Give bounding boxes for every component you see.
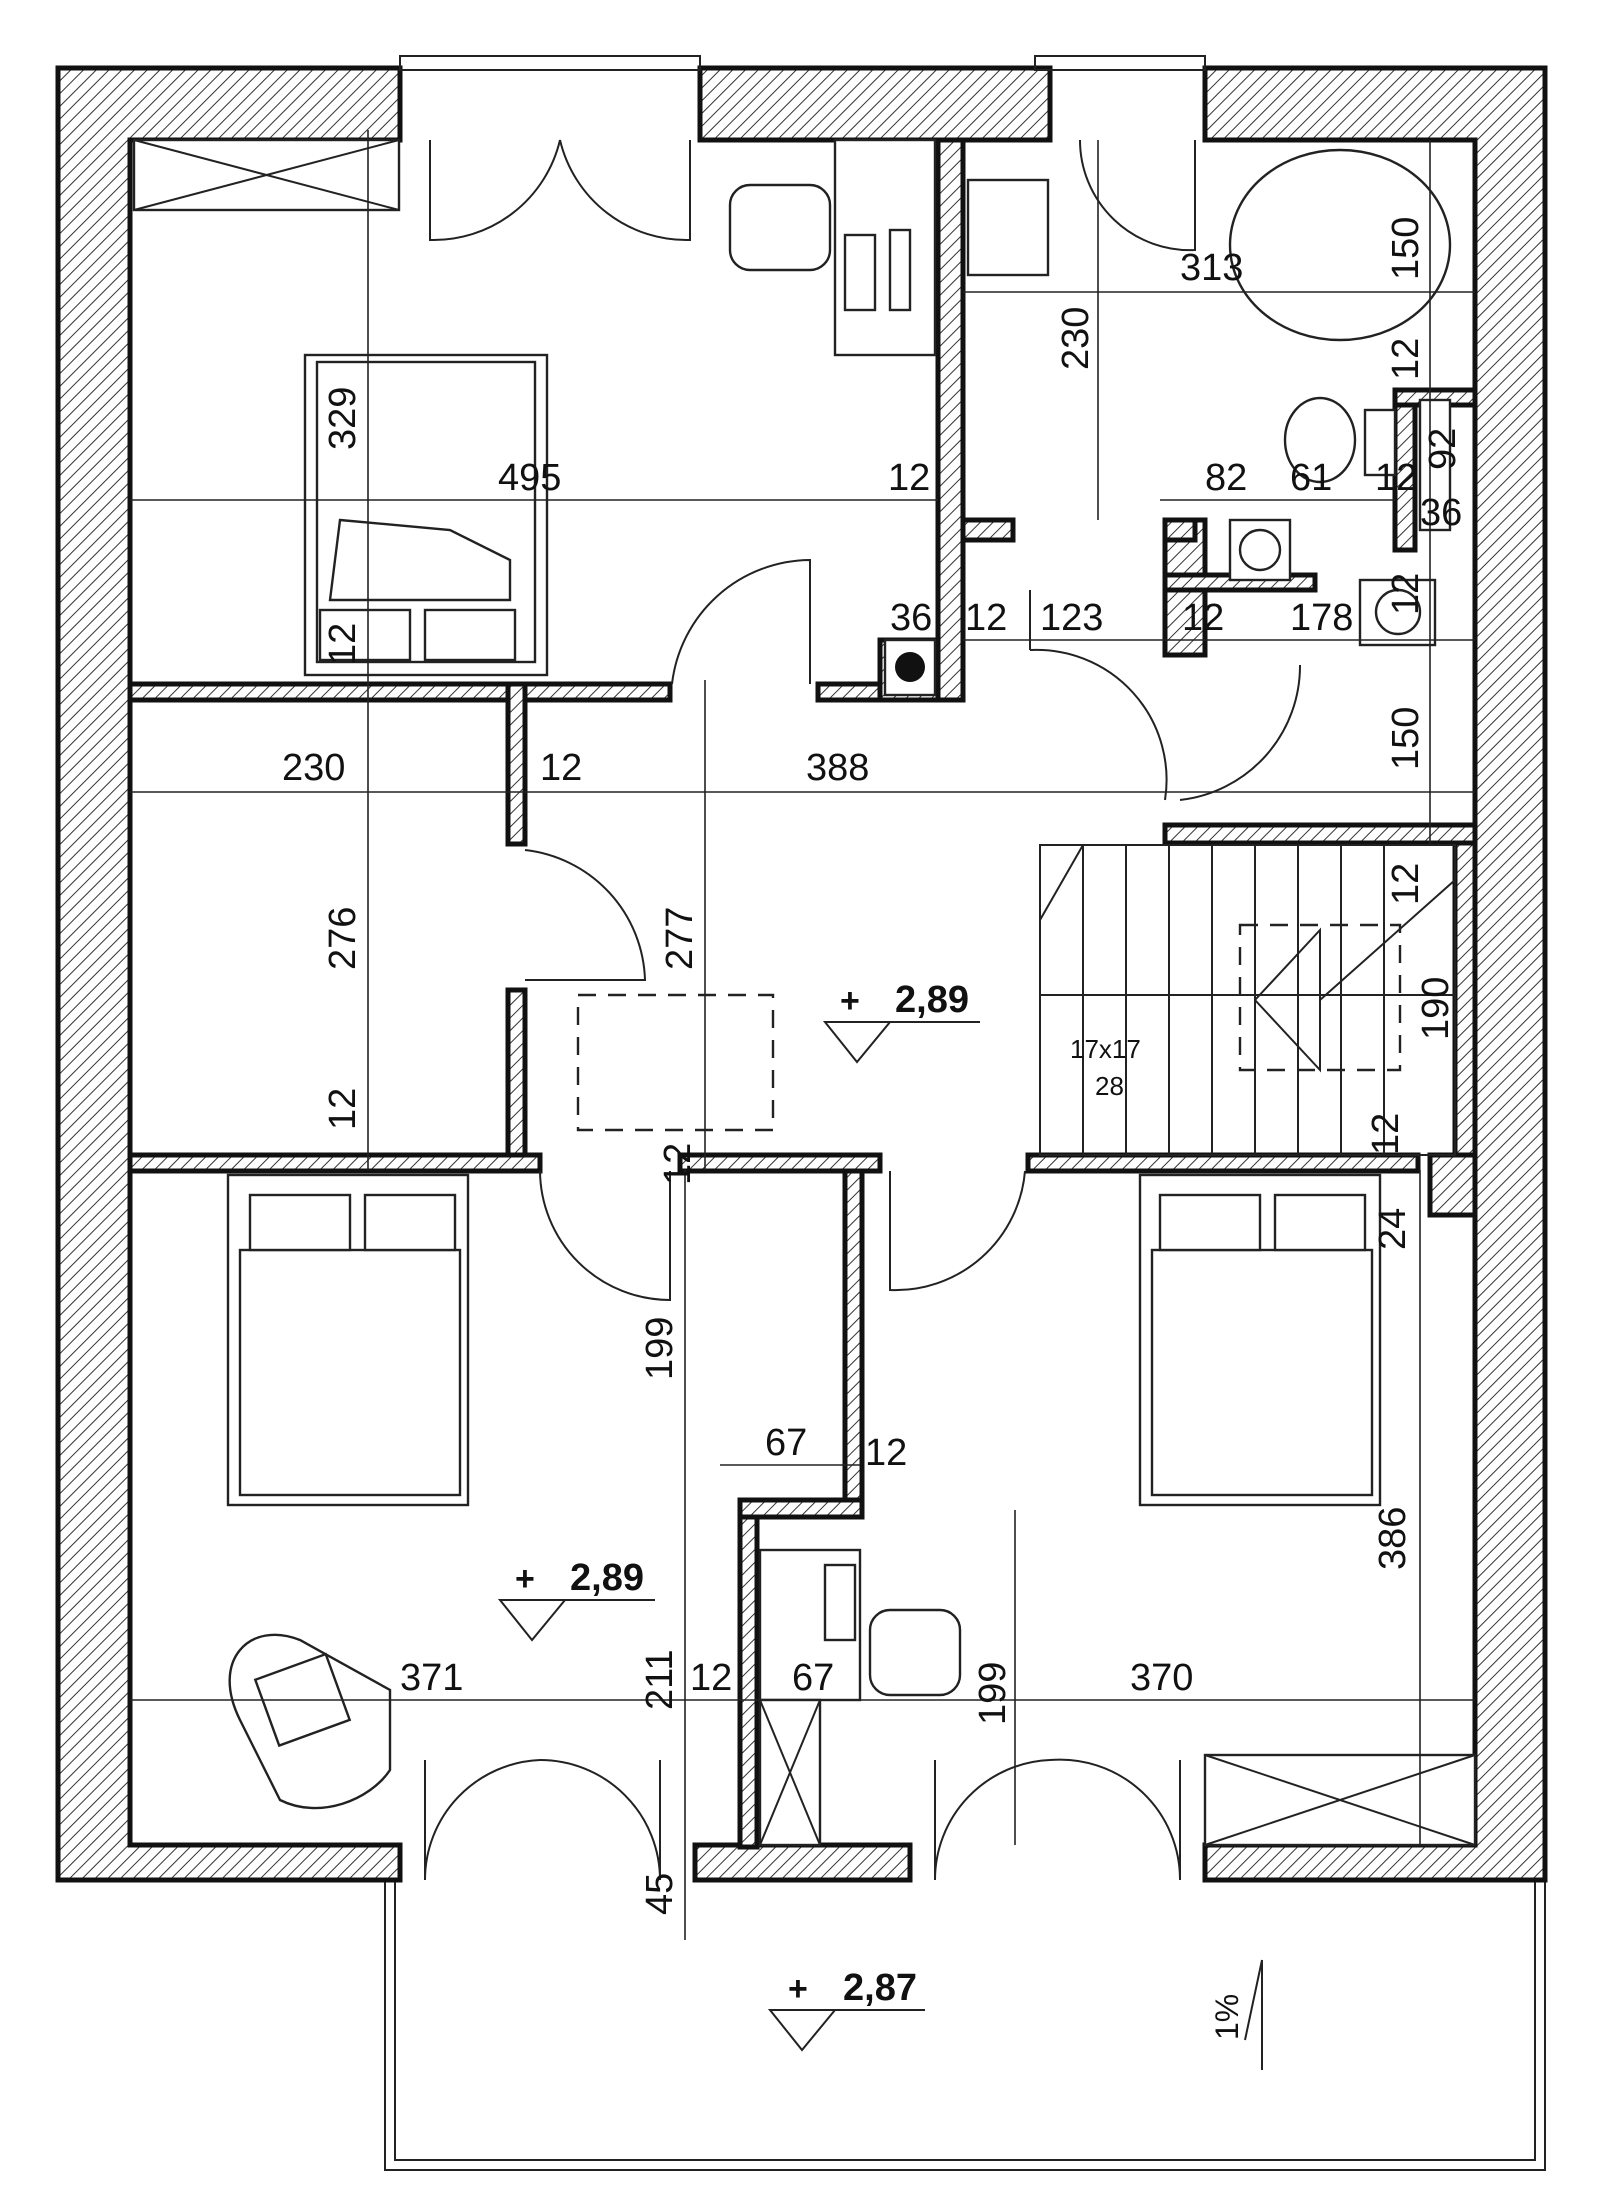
level-plus: + — [840, 982, 860, 1020]
dim-12: 12 — [865, 1432, 907, 1474]
stair-labels: 17x17 28 — [1070, 1034, 1141, 1101]
dim-388: 388 — [806, 747, 869, 789]
dim-211: 211 — [639, 1649, 681, 1710]
bathroom-fixtures — [966, 148, 1452, 647]
exterior-walls — [55, 55, 1548, 1883]
doors — [423, 139, 1302, 1881]
dim-61: 61 — [1290, 457, 1332, 499]
dim-12: 12 — [888, 457, 930, 499]
bed-bottom-left — [226, 1173, 470, 1507]
dim-370: 370 — [1130, 1657, 1193, 1699]
dim-150: 150 — [1385, 217, 1427, 280]
level-value: 2,87 — [843, 1967, 917, 2009]
dim-12: 12 — [322, 1088, 364, 1130]
dim-45: 45 — [639, 1873, 681, 1915]
dim-495: 495 — [498, 457, 561, 499]
stair-step-count: 28 — [1095, 1071, 1124, 1101]
dim-12: 12 — [322, 623, 364, 665]
dim-12: 12 — [657, 1143, 699, 1185]
attic-hatch — [576, 993, 775, 1132]
dim-67: 67 — [765, 1422, 807, 1464]
dim-12: 12 — [1375, 457, 1417, 499]
armchair — [228, 1633, 392, 1810]
dim-12: 12 — [1385, 863, 1427, 905]
level-marker-balcony: + 2,87 — [767, 1967, 925, 2052]
dimension-lines — [130, 130, 1475, 1940]
interior-walls — [127, 137, 1478, 1850]
dim-371: 371 — [400, 1657, 463, 1699]
dim-276: 276 — [322, 907, 364, 970]
stair-step-size: 17x17 — [1070, 1034, 1141, 1064]
dim-230: 230 — [282, 747, 345, 789]
dim-12: 12 — [540, 747, 582, 789]
dim-67: 67 — [792, 1657, 834, 1699]
dim-386: 386 — [1372, 1507, 1414, 1570]
desk-top — [728, 138, 937, 357]
balcony — [384, 1880, 1546, 2171]
dim-36: 36 — [890, 597, 932, 639]
dim-12: 12 — [690, 1657, 732, 1699]
furniture — [132, 138, 1477, 1847]
dim-199: 199 — [972, 1662, 1014, 1725]
dim-12: 12 — [965, 597, 1007, 639]
level-marker-bedroom: + 2,89 — [497, 1557, 655, 1642]
dim-313: 313 — [1180, 247, 1243, 289]
slope-indicator: 1% — [1209, 1959, 1263, 2070]
dim-82: 82 — [1205, 457, 1247, 499]
desk-bottom — [758, 1548, 962, 1702]
dim-190: 190 — [1415, 977, 1457, 1040]
dim-36: 36 — [1420, 492, 1462, 534]
bed-bottom-right — [1138, 1173, 1382, 1507]
dim-12: 12 — [1365, 1113, 1407, 1155]
wardrobe-bottom-mid — [758, 1698, 822, 1847]
wardrobe-bottom-right — [1203, 1753, 1477, 1847]
level-marker-hall: + 2,89 — [822, 979, 980, 1064]
dim-150: 150 — [1385, 707, 1427, 770]
dimension-labels: 329 495 12 230 313 150 12 92 82 61 12 36… — [282, 217, 1464, 1915]
bed-top-left — [303, 353, 549, 677]
shafts — [883, 518, 1292, 697]
level-plus: + — [788, 1970, 808, 2008]
dim-24: 24 — [1372, 1208, 1414, 1250]
level-value: 2,89 — [570, 1557, 644, 1599]
level-plus: + — [515, 1560, 535, 1598]
wardrobe-top-left — [132, 138, 401, 212]
dim-277: 277 — [659, 907, 701, 970]
dim-178: 178 — [1290, 597, 1353, 639]
staircase — [1039, 844, 1456, 1156]
dim-12: 12 — [1182, 597, 1224, 639]
level-value: 2,89 — [895, 979, 969, 1021]
dim-12: 12 — [1385, 573, 1427, 615]
dim-12: 12 — [1385, 338, 1427, 380]
dim-329: 329 — [322, 387, 364, 450]
slope-label: 1% — [1209, 1994, 1245, 2040]
dim-199: 199 — [639, 1317, 681, 1380]
dim-123: 123 — [1040, 597, 1103, 639]
dim-230: 230 — [1055, 307, 1097, 370]
dim-92: 92 — [1422, 428, 1464, 470]
